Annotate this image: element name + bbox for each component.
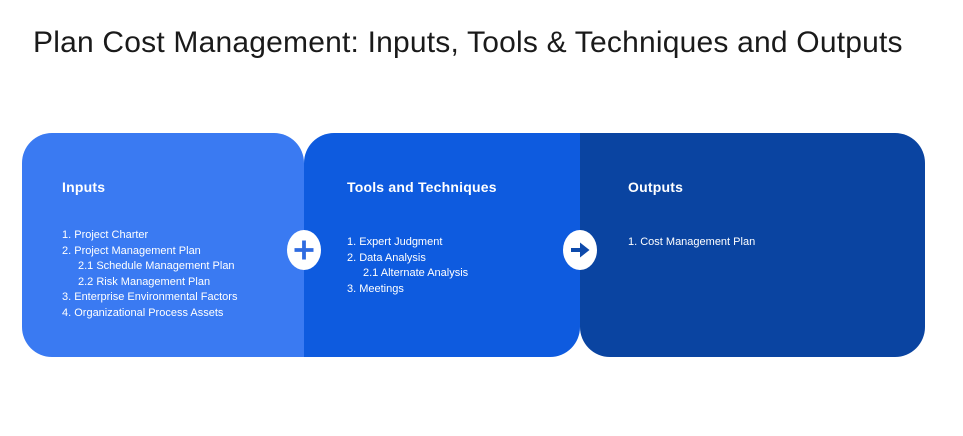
list-item: 2.1 Alternate Analysis bbox=[363, 267, 469, 279]
list-item: 1. Expert Judgment bbox=[347, 236, 443, 248]
arrow-right-icon bbox=[571, 242, 590, 258]
panel-tools-and-techniques: Tools and Techniques 1. Expert Judgment 2… bbox=[304, 133, 580, 357]
panel-tools-list: 1. Expert Judgment 2. Data Analysis 2.1 Al… bbox=[347, 235, 580, 297]
list-item: 2.1 Schedule Management Plan bbox=[78, 260, 235, 272]
list-item: 4. Organizational Process Assets bbox=[62, 306, 224, 319]
panel-outputs-list: 1. Cost Management Plan bbox=[628, 235, 925, 251]
panel-inputs-heading: Inputs bbox=[62, 179, 106, 195]
list-item: 1. Project Charter bbox=[62, 229, 149, 241]
itto-diagram: Inputs 1. Project Charter 2. Project Mana… bbox=[0, 133, 963, 357]
list-item: 2. Project Management Plan bbox=[62, 244, 201, 257]
list-item: 3. Meetings bbox=[347, 282, 404, 295]
panel-tools-heading: Tools and Techniques bbox=[347, 179, 497, 195]
plus-connector bbox=[287, 230, 321, 270]
list-item: 1. Cost Management Plan bbox=[628, 236, 756, 248]
panel-outputs-heading: Outputs bbox=[628, 179, 684, 195]
page-title: Plan Cost Management: Inputs, Tools & Te… bbox=[33, 26, 903, 59]
arrow-connector bbox=[563, 230, 597, 270]
list-item: 3. Enterprise Environmental Factors bbox=[62, 291, 238, 303]
list-item: 2. Data Analysis bbox=[347, 251, 426, 264]
panel-inputs-list: 1. Project Charter 2. Project Management … bbox=[62, 228, 304, 321]
panel-inputs: Inputs 1. Project Charter 2. Project Mana… bbox=[22, 133, 304, 357]
panel-outputs: Outputs 1. Cost Management Plan bbox=[580, 133, 925, 357]
plus-icon bbox=[294, 240, 314, 260]
list-item: 2.2 Risk Management Plan bbox=[78, 275, 211, 288]
